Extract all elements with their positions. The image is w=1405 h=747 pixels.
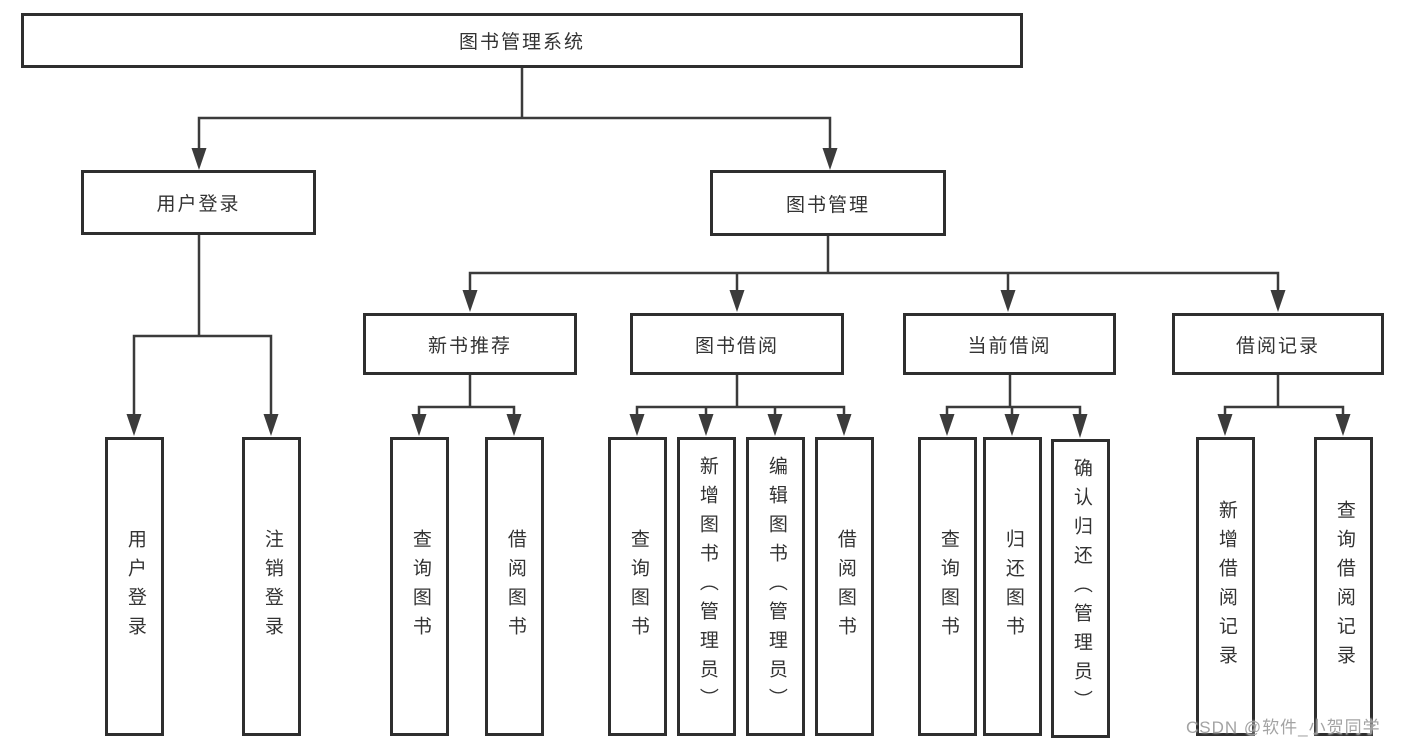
leaf-query-borrow-record: 查询借阅记录 <box>1314 437 1373 736</box>
leaf-edit-book-admin-label: 编辑图书（管理员） <box>765 456 787 717</box>
leaf-logout: 注销登录 <box>242 437 301 736</box>
node-current-borrow: 当前借阅 <box>903 313 1116 375</box>
edge-book-borrow-to-leaves <box>635 375 846 416</box>
leaf-borrow-book-label: 借阅图书 <box>834 528 856 645</box>
leaf-borrow-book-recommend: 借阅图书 <box>485 437 544 736</box>
arrow-down-icon <box>1335 414 1351 436</box>
leaf-query-book-borrow-label: 查询图书 <box>627 528 649 645</box>
arrow-down-icon <box>1217 414 1233 436</box>
leaf-query-book-current: 查询图书 <box>918 437 977 736</box>
edge-root-to-level2 <box>197 68 832 151</box>
edge-new-book-recommend-to-leaves <box>417 375 516 416</box>
leaf-edit-book-admin: 编辑图书（管理员） <box>746 437 805 736</box>
leaf-borrow-book-recommend-label: 借阅图书 <box>504 528 526 645</box>
node-book-management-label: 图书管理 <box>785 194 870 216</box>
arrow-down-icon <box>698 414 714 436</box>
leaf-logout-label: 注销登录 <box>261 528 283 645</box>
arrow-down-icon <box>939 414 955 436</box>
arrow-down-icon <box>1000 290 1016 312</box>
leaf-user-login: 用户登录 <box>105 437 164 736</box>
arrow-down-icon <box>1004 414 1020 436</box>
leaf-return-book-label: 归还图书 <box>1002 528 1024 645</box>
leaf-query-book-recommend: 查询图书 <box>390 437 449 736</box>
node-root-label: 图书管理系统 <box>458 32 585 53</box>
arrow-down-icon <box>462 290 478 312</box>
arrow-down-icon <box>822 148 838 170</box>
arrow-down-icon <box>263 414 279 436</box>
leaf-return-book: 归还图书 <box>983 437 1042 736</box>
arrow-down-icon <box>1072 414 1088 438</box>
leaf-borrow-book: 借阅图书 <box>815 437 874 736</box>
arrow-down-icon <box>411 414 427 436</box>
leaf-add-book-admin-label: 新增图书（管理员） <box>696 456 718 717</box>
leaf-query-borrow-record-label: 查询借阅记录 <box>1333 499 1355 674</box>
leaf-confirm-return-admin-label: 确认归还（管理员） <box>1070 458 1092 719</box>
leaf-user-login-label: 用户登录 <box>124 528 146 645</box>
node-book-borrow: 图书借阅 <box>630 313 844 375</box>
node-current-borrow-label: 当前借阅 <box>967 335 1052 357</box>
arrow-down-icon <box>729 290 745 312</box>
leaf-query-book-current-label: 查询图书 <box>937 528 959 645</box>
leaf-confirm-return-admin: 确认归还（管理员） <box>1051 439 1110 738</box>
node-book-management: 图书管理 <box>710 170 946 236</box>
arrow-down-icon <box>1270 290 1286 312</box>
edge-book-management-to-level3 <box>468 236 1280 293</box>
node-borrow-records-label: 借阅记录 <box>1235 335 1320 357</box>
edge-borrow-records-to-leaves <box>1223 375 1345 416</box>
edge-user-login-to-leaves <box>132 235 273 416</box>
arrow-down-icon <box>126 414 142 436</box>
leaf-query-book-borrow: 查询图书 <box>608 437 667 736</box>
node-borrow-records: 借阅记录 <box>1172 313 1384 375</box>
arrow-down-icon <box>506 414 522 436</box>
node-root: 图书管理系统 <box>21 13 1023 68</box>
csdn-watermark: CSDN @软件_小贺同学 <box>1186 718 1381 737</box>
arrow-down-icon <box>629 414 645 436</box>
leaf-query-book-recommend-label: 查询图书 <box>409 528 431 645</box>
arrowheads <box>126 148 1351 438</box>
node-book-borrow-label: 图书借阅 <box>694 335 779 357</box>
leaf-add-borrow-record: 新增借阅记录 <box>1196 437 1255 736</box>
node-new-book-recommend: 新书推荐 <box>363 313 577 375</box>
leaf-add-borrow-record-label: 新增借阅记录 <box>1215 499 1237 674</box>
node-user-login: 用户登录 <box>81 170 316 235</box>
arrow-down-icon <box>191 148 207 170</box>
leaf-add-book-admin: 新增图书（管理员） <box>677 437 736 736</box>
edge-current-borrow-to-leaves <box>945 375 1082 416</box>
arrow-down-icon <box>767 414 783 436</box>
arrow-down-icon <box>836 414 852 436</box>
node-user-login-label: 用户登录 <box>156 194 241 215</box>
node-new-book-recommend-label: 新书推荐 <box>427 335 512 357</box>
